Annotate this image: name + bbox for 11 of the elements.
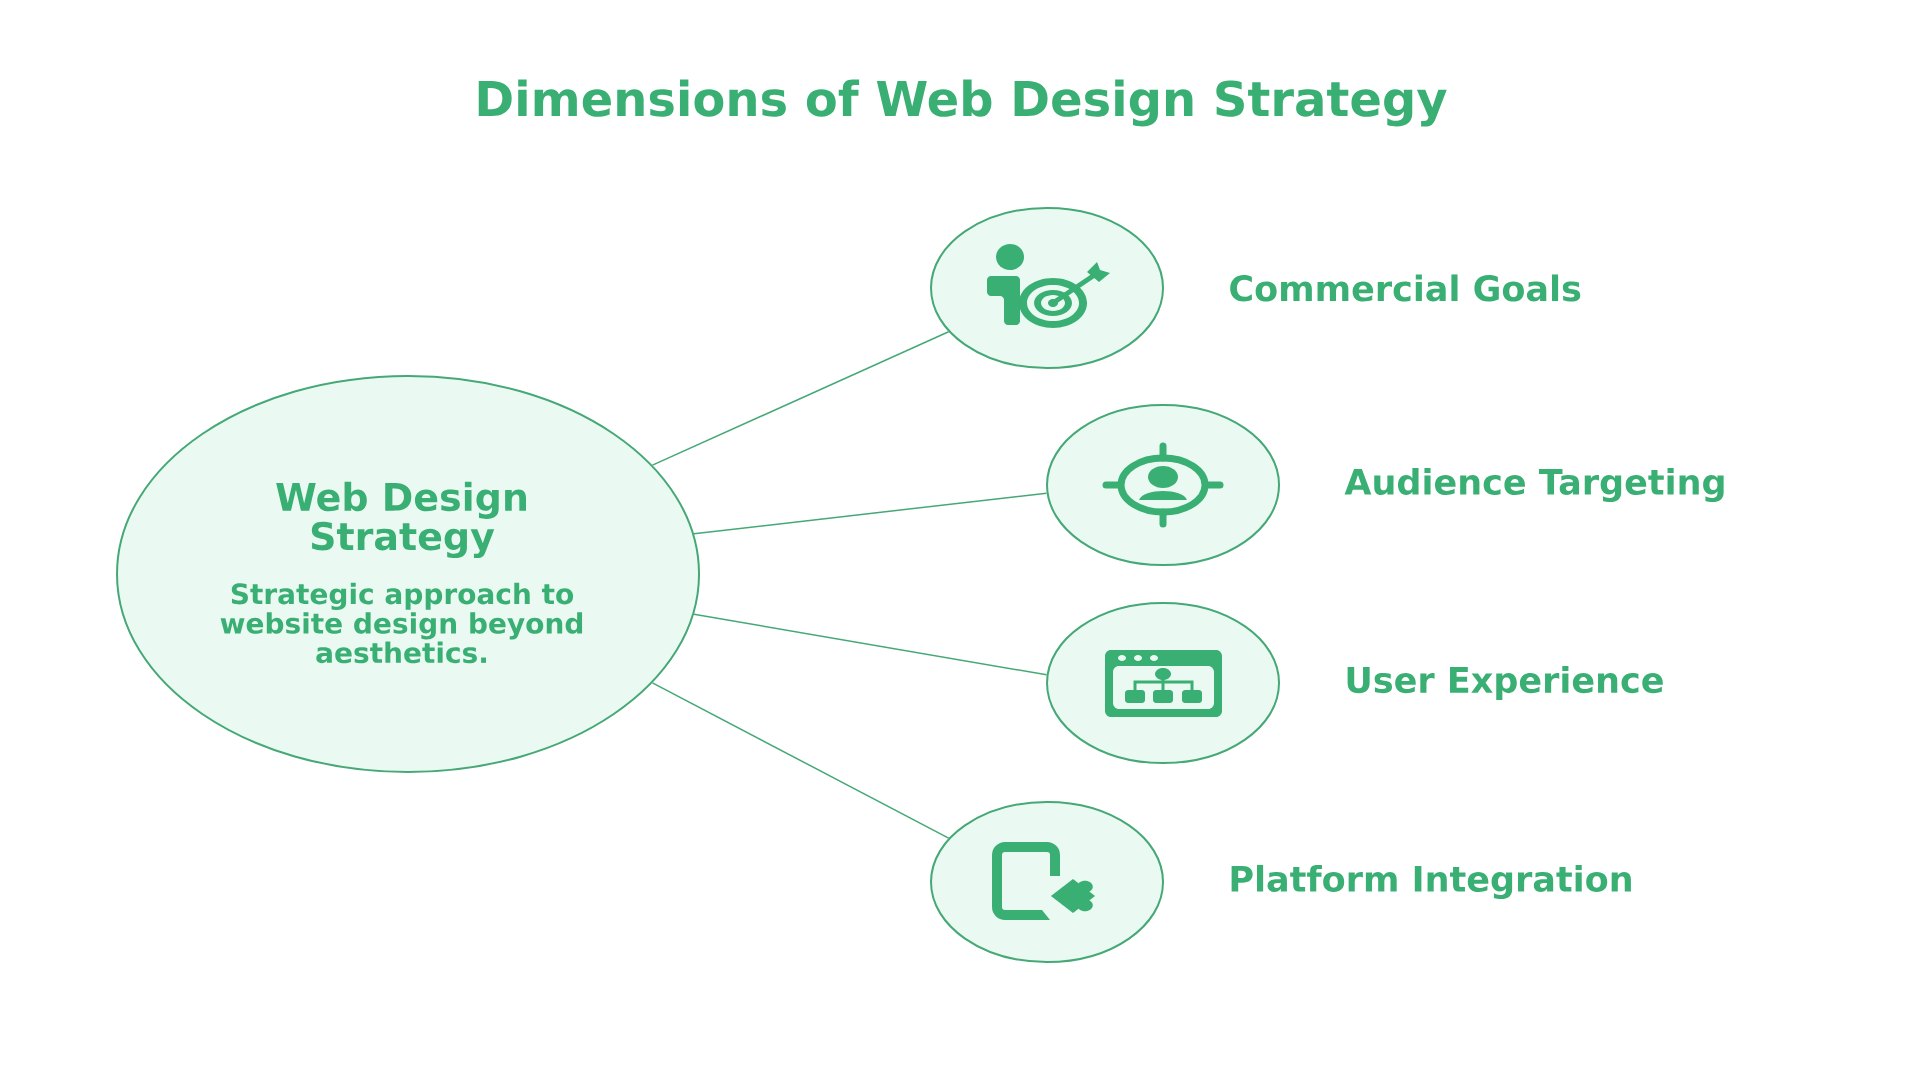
node-label: Platform Integration [1231,864,1631,900]
title: Dimensions of Web Design Strategy [478,79,1447,127]
heading: Web Design Strategy [276,481,526,559]
connector-line [693,613,1048,676]
connector-line [651,682,950,839]
connector-line [651,331,950,466]
connector-line [693,492,1048,535]
description: Strategic approach to website design beyond aesthetics. [220,582,583,664]
node-label: Commercial Goals [1230,274,1581,302]
node-label: Audience Targeting [1344,467,1724,503]
node-label: User Experience [1347,666,1663,700]
